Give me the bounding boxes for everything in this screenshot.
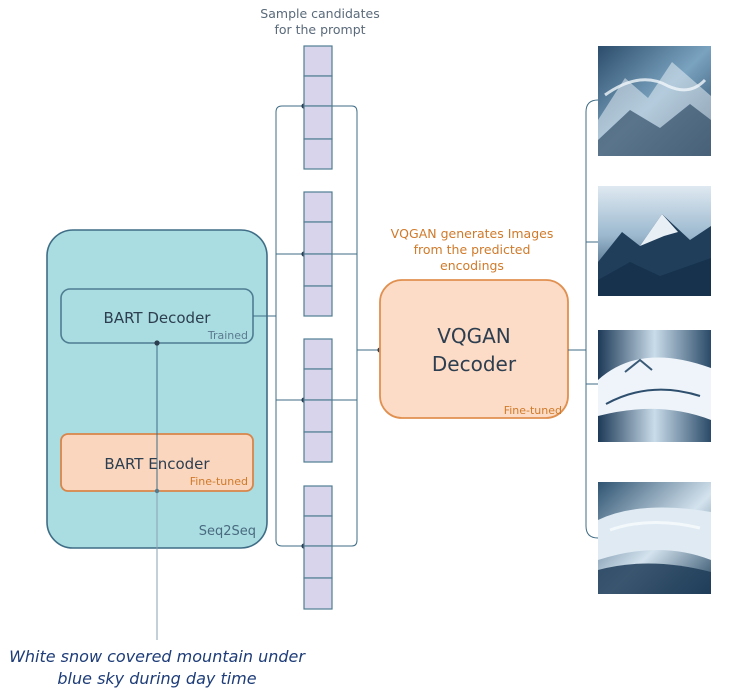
prompt-line-1: White snow covered mountain under [9, 647, 306, 666]
encoder-finetuned-tag: Fine-tuned [190, 475, 248, 488]
trained-tag: Trained [207, 329, 248, 342]
vqgan-label-line-1: VQGAN [437, 324, 511, 348]
mountain-image-1 [598, 46, 711, 156]
candidate-column-3 [303, 338, 333, 463]
link-dot [154, 340, 160, 346]
candidate-vqgan-connectors [332, 105, 380, 547]
candidate-column-4 [303, 485, 333, 610]
bart-decoder-label: BART Decoder [104, 309, 212, 327]
mountain-image-4 [598, 482, 711, 594]
mountain-image-3 [598, 330, 711, 442]
vqgan-note-line-3: encodings [440, 258, 504, 273]
prompt-line-2: blue sky during day time [57, 669, 256, 688]
sample-candidates-line-2: for the prompt [274, 22, 365, 37]
vqgan-label-line-2: Decoder [432, 352, 517, 376]
vqgan-note-line-1: VQGAN generates Images [391, 226, 554, 241]
decoder-candidate-connectors [253, 105, 304, 547]
sample-candidates-line-1: Sample candidates [260, 6, 379, 21]
prompt-dot [154, 488, 160, 494]
seq2seq-label: Seq2Seq [199, 524, 256, 539]
mountain-image-2 [598, 186, 711, 296]
vqgan-image-connectors [568, 99, 599, 539]
vqgan-note-line-2: from the predicted [414, 242, 531, 257]
candidate-column-2 [303, 191, 333, 317]
vqgan-finetuned-tag: Fine-tuned [504, 404, 562, 417]
candidate-column-1 [303, 45, 333, 170]
vqgan-decoder-box [379, 279, 569, 419]
